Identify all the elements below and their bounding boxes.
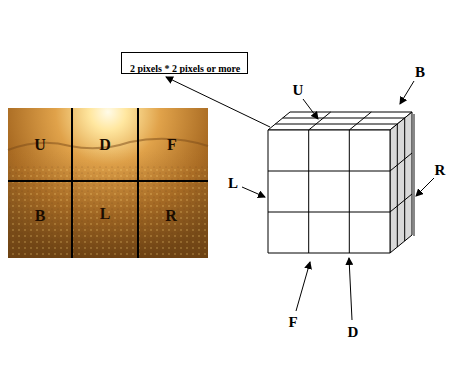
cube-drawing (268, 112, 414, 253)
cube-face-label: B (415, 65, 425, 80)
face-letter: L (100, 206, 111, 222)
face-letter: D (99, 137, 111, 153)
cube-face-label: F (288, 315, 297, 330)
sunset-photo (8, 108, 208, 258)
face-letter: F (167, 137, 177, 153)
face-letter: U (34, 137, 46, 153)
cube-face-label: L (228, 176, 238, 191)
leader-arrows (166, 77, 434, 320)
callout-box: 2 pixels * 2 pixels or more (121, 52, 248, 74)
face-letter: R (165, 208, 177, 224)
cube-face-label: R (435, 163, 446, 178)
cube-face-label: D (348, 325, 359, 340)
callout-text: 2 pixels * 2 pixels or more (130, 63, 240, 75)
cube-face-label: U (293, 83, 304, 98)
face-letter: B (35, 208, 46, 224)
